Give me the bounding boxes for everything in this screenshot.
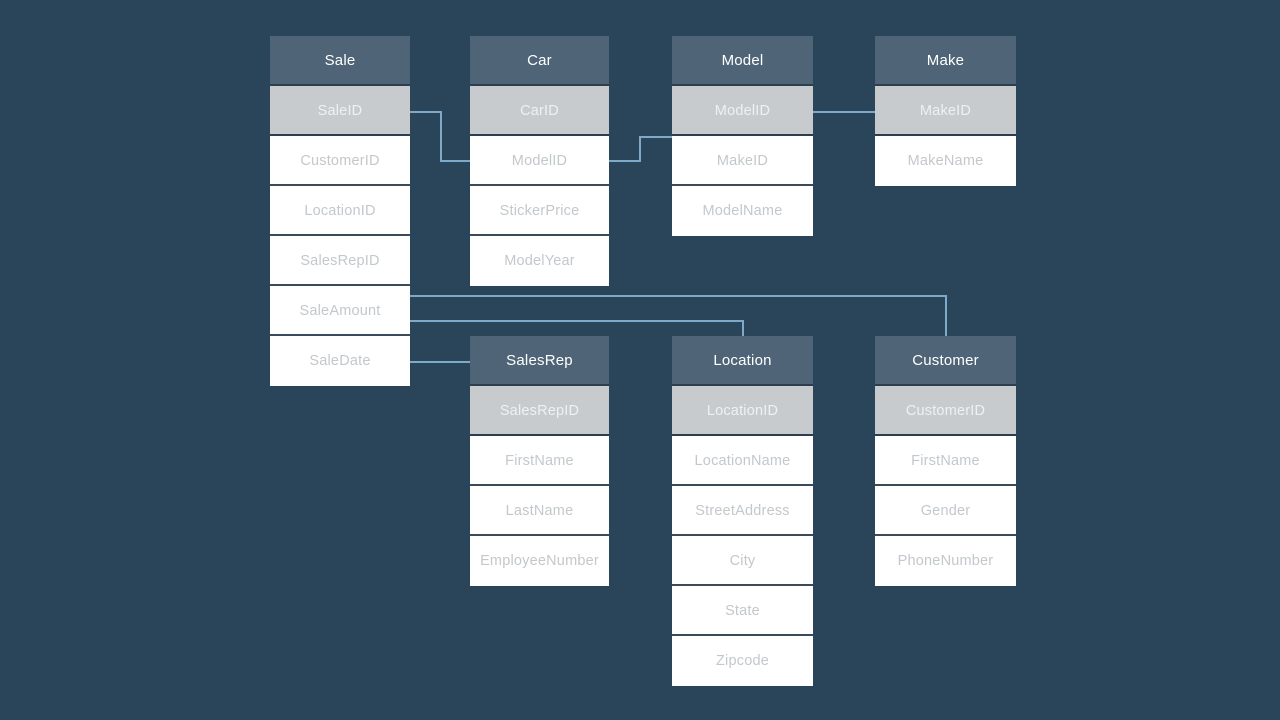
entity-title-location: Location bbox=[672, 336, 813, 386]
field-location-city[interactable]: City bbox=[672, 536, 813, 586]
field-model-makeid[interactable]: MakeID bbox=[672, 136, 813, 186]
field-car-carid[interactable]: CarID bbox=[470, 86, 609, 136]
field-salesrep-firstname[interactable]: FirstName bbox=[470, 436, 609, 486]
field-sale-customerid[interactable]: CustomerID bbox=[270, 136, 410, 186]
entity-title-make: Make bbox=[875, 36, 1016, 86]
field-sale-salesrepid[interactable]: SalesRepID bbox=[270, 236, 410, 286]
field-location-state[interactable]: State bbox=[672, 586, 813, 636]
field-car-modelyear[interactable]: ModelYear bbox=[470, 236, 609, 286]
field-salesrep-employeenumber[interactable]: EmployeeNumber bbox=[470, 536, 609, 586]
field-customer-gender[interactable]: Gender bbox=[875, 486, 1016, 536]
field-customer-firstname[interactable]: FirstName bbox=[875, 436, 1016, 486]
field-location-locationname[interactable]: LocationName bbox=[672, 436, 813, 486]
field-salesrep-lastname[interactable]: LastName bbox=[470, 486, 609, 536]
field-sale-saleamount[interactable]: SaleAmount bbox=[270, 286, 410, 336]
field-salesrep-salesrepid[interactable]: SalesRepID bbox=[470, 386, 609, 436]
field-sale-saledate[interactable]: SaleDate bbox=[270, 336, 410, 386]
field-customer-customerid[interactable]: CustomerID bbox=[875, 386, 1016, 436]
field-model-modelid[interactable]: ModelID bbox=[672, 86, 813, 136]
field-sale-saleid[interactable]: SaleID bbox=[270, 86, 410, 136]
field-car-stickerprice[interactable]: StickerPrice bbox=[470, 186, 609, 236]
field-sale-locationid[interactable]: LocationID bbox=[270, 186, 410, 236]
field-make-makeid[interactable]: MakeID bbox=[875, 86, 1016, 136]
entity-title-customer: Customer bbox=[875, 336, 1016, 386]
field-location-locationid[interactable]: LocationID bbox=[672, 386, 813, 436]
field-model-modelname[interactable]: ModelName bbox=[672, 186, 813, 236]
connector-car-model bbox=[608, 136, 673, 162]
field-customer-phonenumber[interactable]: PhoneNumber bbox=[875, 536, 1016, 586]
entity-title-model: Model bbox=[672, 36, 813, 86]
entity-title-sale: Sale bbox=[270, 36, 410, 86]
field-make-makename[interactable]: MakeName bbox=[875, 136, 1016, 186]
field-location-streetaddress[interactable]: StreetAddress bbox=[672, 486, 813, 536]
connector-sale-customer bbox=[409, 295, 947, 341]
entity-title-car: Car bbox=[470, 36, 609, 86]
connector-sale-car bbox=[409, 111, 471, 162]
field-car-modelid[interactable]: ModelID bbox=[470, 136, 609, 186]
field-location-zipcode[interactable]: Zipcode bbox=[672, 636, 813, 686]
entity-title-salesrep: SalesRep bbox=[470, 336, 609, 386]
